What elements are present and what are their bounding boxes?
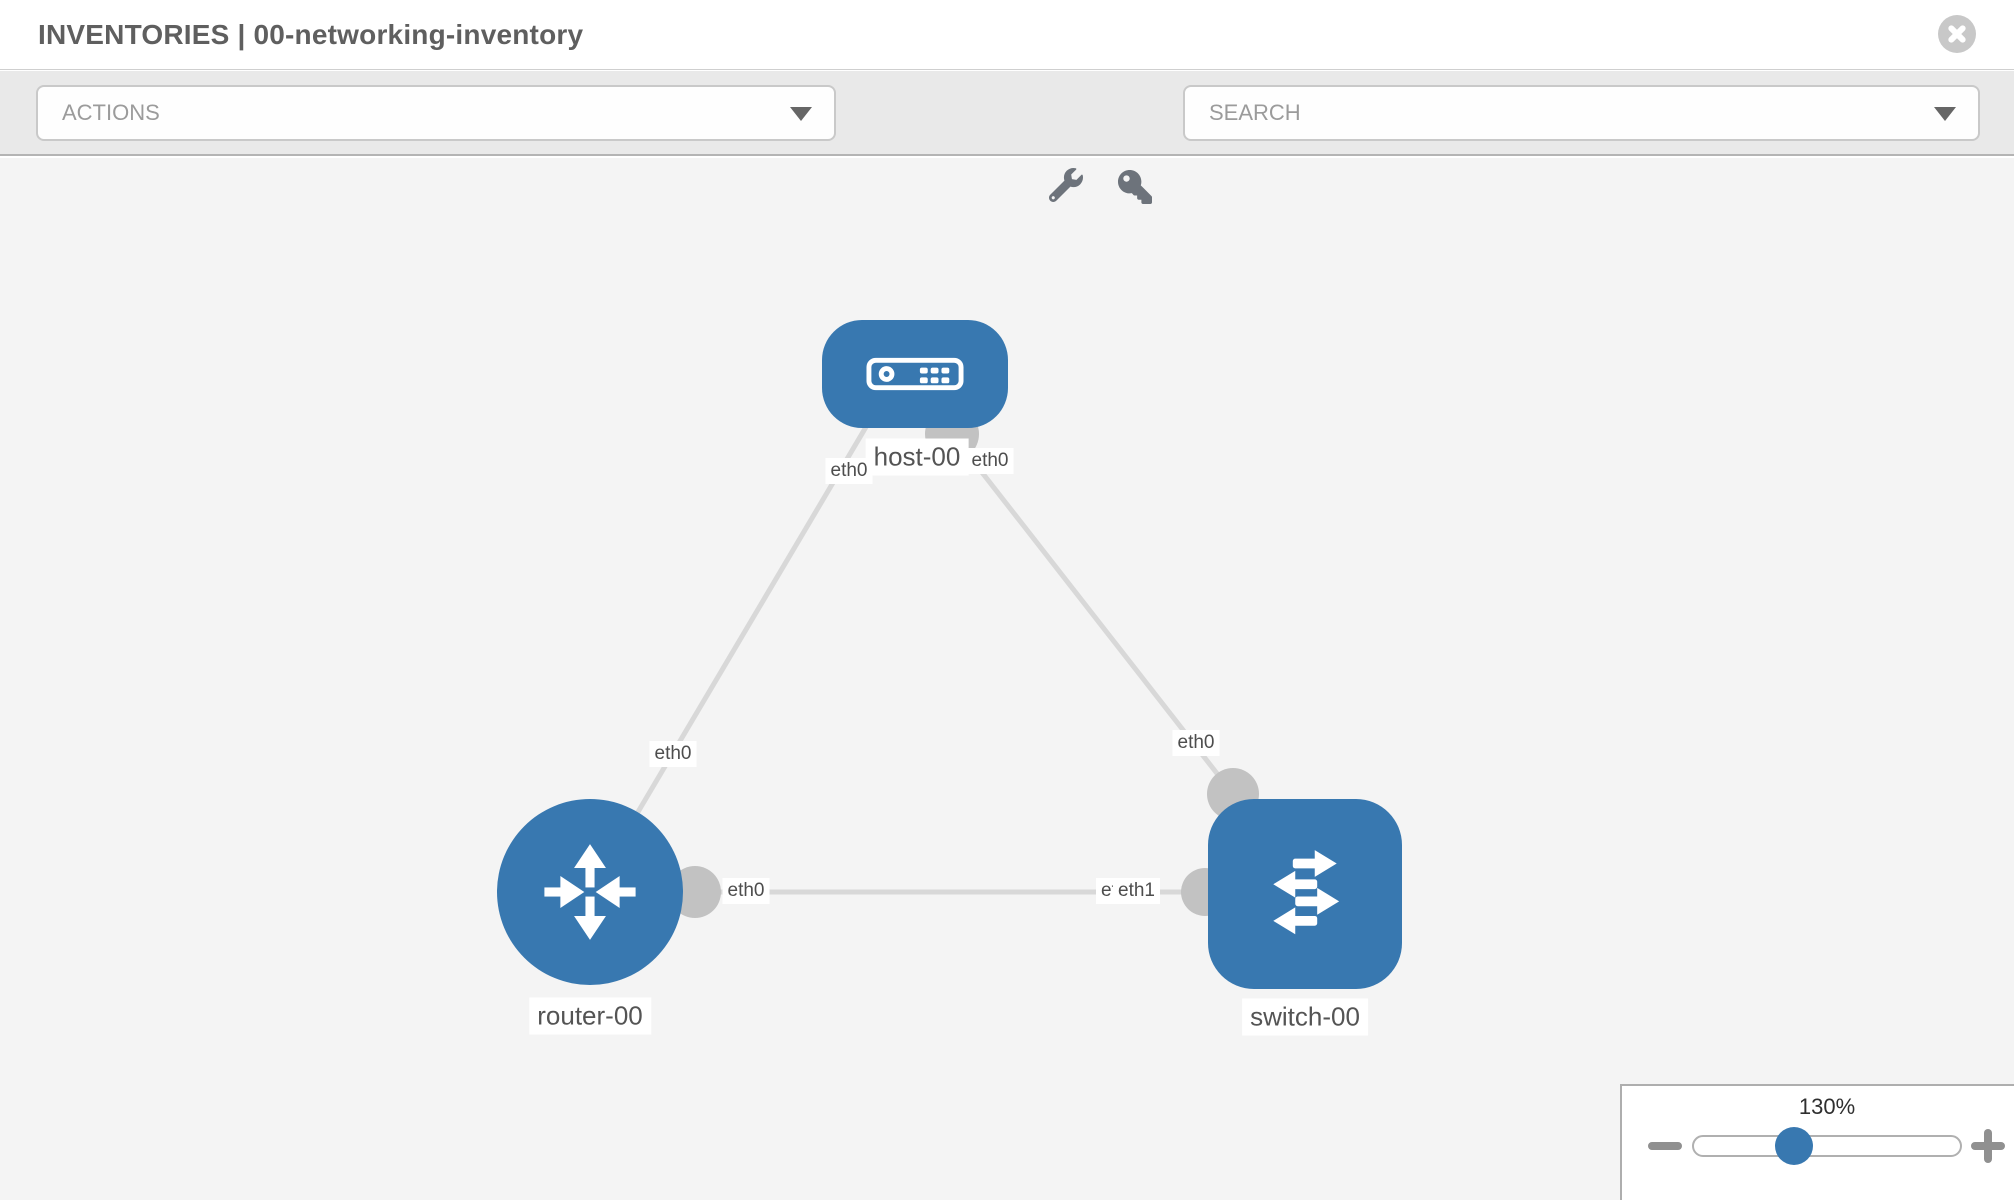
zoom-out-button[interactable]	[1648, 1142, 1682, 1150]
page-title: INVENTORIES | 00-networking-inventory	[38, 18, 584, 50]
zoom-slider-track[interactable]	[1692, 1135, 1962, 1157]
wrench-icon[interactable]	[1049, 168, 1083, 202]
interface-label-router-to-switch: eth0	[722, 878, 770, 904]
chevron-down-icon	[1934, 107, 1956, 121]
actions-dropdown[interactable]: ACTIONS	[36, 85, 836, 141]
node-switch-00[interactable]	[1208, 799, 1402, 989]
node-label-switch: switch-00	[1242, 998, 1368, 1036]
topology-canvas[interactable]: host-00 router-00 switch-00 eth0 eth0 et…	[0, 158, 2014, 1200]
zoom-widget: 130%	[1620, 1084, 2014, 1200]
host-icon	[866, 357, 964, 391]
topology-links-layer	[587, 376, 1259, 918]
chevron-down-icon	[790, 107, 812, 121]
interface-label-router-to-host: eth0	[649, 741, 697, 767]
interface-label-switch-to-router: eth1	[1113, 878, 1160, 904]
toolbar: ACTIONS SEARCH	[0, 71, 2014, 204]
interface-label-host-to-switch: eth0	[966, 448, 1014, 474]
plus-icon	[1984, 1129, 1992, 1163]
zoom-in-button[interactable]	[1971, 1129, 2005, 1163]
close-button[interactable]	[1938, 15, 1976, 53]
header-bar: INVENTORIES | 00-networking-inventory	[0, 0, 2014, 70]
router-icon	[544, 844, 636, 940]
search-dropdown-label: SEARCH	[1209, 100, 1301, 125]
node-label-router: router-00	[529, 997, 651, 1035]
node-host-00[interactable]	[822, 320, 1008, 428]
interface-label-host-to-router: eth0	[825, 458, 873, 484]
node-router-00[interactable]	[497, 799, 683, 985]
interface-label-switch-to-host: eth0	[1172, 730, 1220, 756]
node-label-host: host-00	[865, 438, 969, 476]
search-dropdown[interactable]: SEARCH	[1183, 85, 1980, 141]
zoom-level-value: 130%	[1798, 1094, 1856, 1119]
switch-icon	[1273, 850, 1340, 935]
key-icon[interactable]	[1118, 170, 1152, 204]
actions-dropdown-label: ACTIONS	[62, 100, 160, 125]
zoom-slider-thumb[interactable]	[1775, 1127, 1813, 1165]
